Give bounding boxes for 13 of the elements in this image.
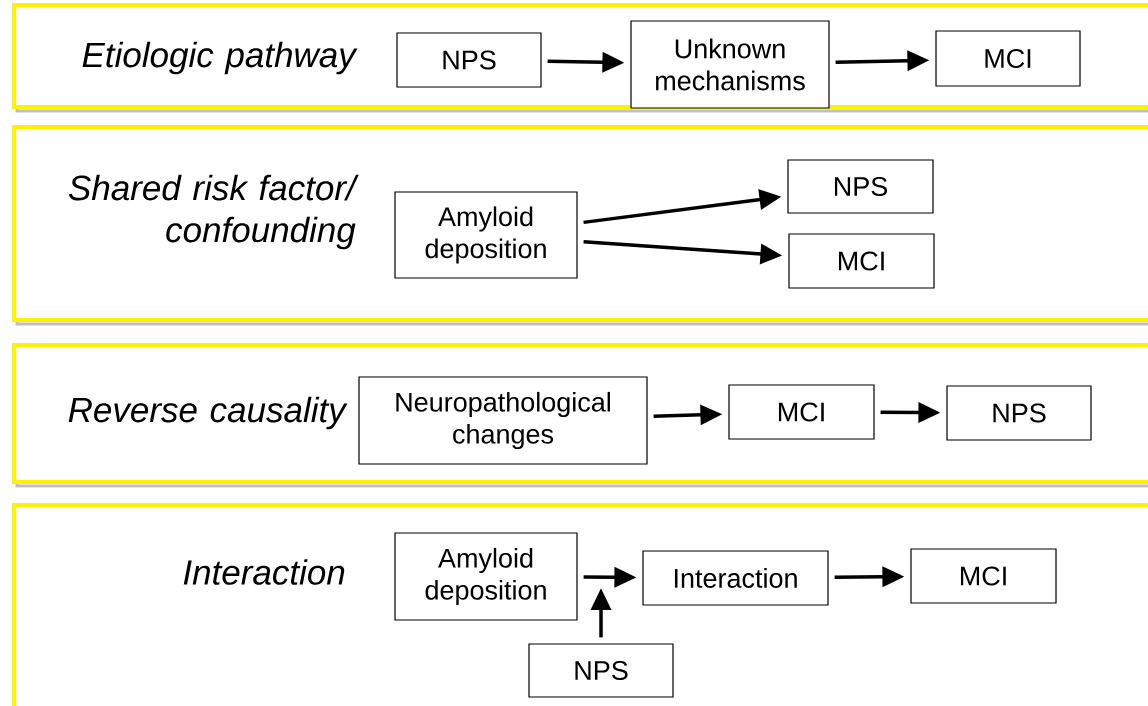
text-box: Unknown mechanisms (630, 20, 830, 109)
text-box: NPS (528, 643, 674, 698)
text-box: MCI (935, 30, 1081, 87)
text-box: Amyloid deposition (394, 532, 578, 621)
text-box: MCI (728, 384, 875, 440)
text-box: MCI (788, 233, 935, 289)
text-box: Amyloid deposition (394, 191, 578, 279)
text-box: Neuropathological changes (358, 376, 648, 465)
text-box: Interaction (642, 550, 829, 606)
text-box: MCI (910, 548, 1057, 604)
text-box: NPS (946, 385, 1092, 441)
text-box: NPS (787, 159, 934, 214)
text-box: NPS (396, 32, 542, 88)
